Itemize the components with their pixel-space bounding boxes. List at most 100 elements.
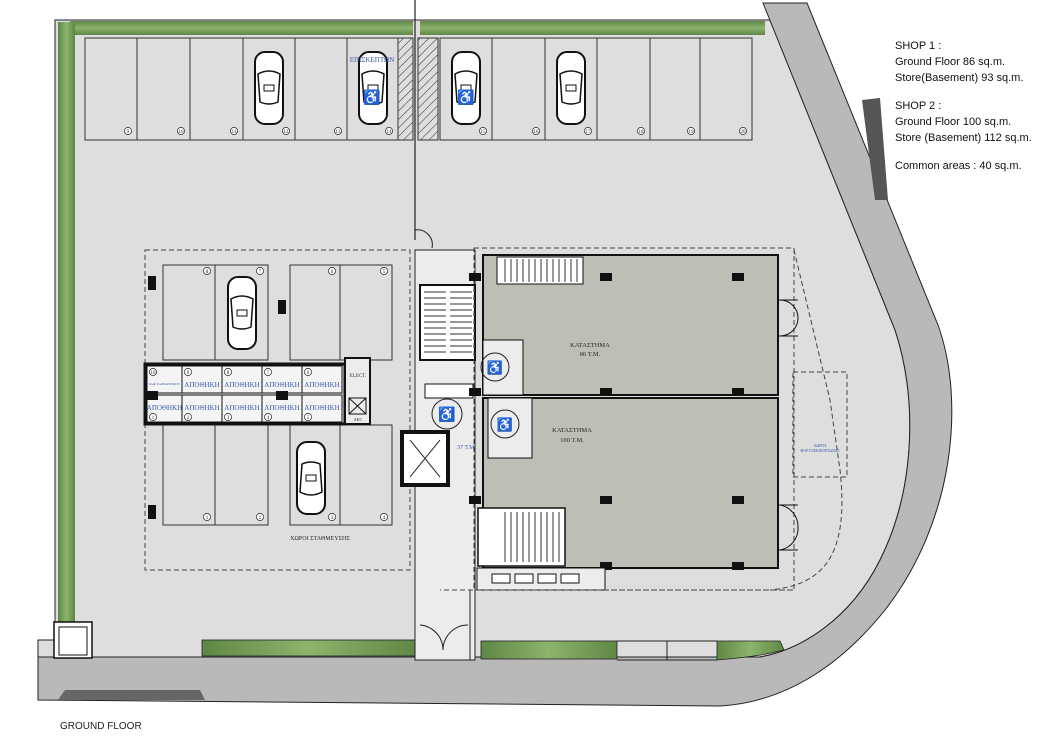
space-number: 7 bbox=[267, 371, 270, 376]
space-number: 3 bbox=[331, 516, 334, 521]
space-number: 4 bbox=[383, 516, 386, 521]
space-number-badge bbox=[203, 267, 211, 275]
space-number: 14 bbox=[387, 130, 393, 135]
column bbox=[469, 496, 481, 504]
column bbox=[600, 562, 612, 570]
space-number: 9 bbox=[127, 130, 130, 135]
loading-label-1: ΧΩΡΟΣ bbox=[813, 443, 827, 448]
storage-label: ΑΠΟΘΗΚΗ bbox=[184, 404, 219, 412]
car-detail bbox=[367, 84, 379, 92]
car-roof bbox=[559, 70, 583, 105]
columns bbox=[469, 273, 744, 570]
column bbox=[146, 391, 158, 400]
storage-label: ΑΠΟΘΗΚΗ bbox=[184, 381, 219, 389]
car-detail bbox=[236, 309, 248, 317]
visitors-label: ΕΠΙΣΚΕΠΤΩΝ bbox=[350, 56, 395, 64]
shop-2-wc bbox=[487, 397, 533, 459]
aec-label: AEC bbox=[354, 417, 363, 422]
wheelchair-icon: ♿ bbox=[438, 406, 455, 423]
space-number-badge bbox=[304, 368, 312, 376]
space-number-badge bbox=[177, 127, 185, 135]
storage-label: ΧΩΡ. ΚΑΘΑΡΙΣΜΟΥ bbox=[149, 382, 181, 386]
car-icon bbox=[254, 51, 284, 125]
bottom-gate bbox=[617, 640, 717, 661]
wc-1-turn-circle bbox=[480, 352, 510, 382]
core-area-label: 37 Τ.Μ bbox=[457, 445, 475, 451]
space-number: 16 bbox=[534, 130, 540, 135]
green-strip-bottom-1 bbox=[201, 639, 417, 657]
space-number-badge bbox=[328, 267, 336, 275]
shop-2-area: 100 Τ.Μ. bbox=[560, 437, 584, 444]
space-number-badge bbox=[380, 513, 388, 521]
space-number: 6 bbox=[307, 371, 310, 376]
space-number-badge bbox=[380, 267, 388, 275]
parking-space bbox=[699, 37, 753, 141]
car-roof bbox=[230, 295, 254, 330]
column bbox=[278, 300, 286, 314]
space-number-badge bbox=[739, 127, 747, 135]
space-number-badge bbox=[304, 413, 312, 421]
shop-2-ground: Ground Floor 100 sq.m. bbox=[895, 116, 1012, 128]
space-number: 1 bbox=[206, 516, 209, 521]
hatched-area-right bbox=[417, 37, 439, 141]
space-number: 7 bbox=[259, 270, 262, 275]
shop-1-store: Store(Basement) 93 sq.m. bbox=[895, 72, 1024, 84]
car-body bbox=[254, 51, 284, 125]
aec-shaft bbox=[348, 397, 367, 415]
road-ramp-bottom bbox=[58, 690, 205, 700]
aec-shaft-cross bbox=[348, 397, 367, 415]
shop-1-ground: Ground Floor 86 sq.m. bbox=[895, 56, 1006, 68]
space-number: 19 bbox=[689, 130, 695, 135]
storage-label: ΑΠΟΘΗΚΗ bbox=[304, 381, 339, 389]
space-number: 10 bbox=[179, 130, 185, 135]
space-number-badge bbox=[224, 368, 232, 376]
gate-door bbox=[414, 229, 433, 249]
column bbox=[148, 505, 156, 519]
shop-2-stairs bbox=[477, 507, 566, 567]
car-icon bbox=[296, 441, 326, 515]
meters bbox=[491, 573, 580, 584]
loading-area bbox=[792, 371, 848, 478]
space-number: 6 bbox=[331, 270, 334, 275]
bin-enclosure bbox=[53, 621, 93, 659]
space-number: 2 bbox=[187, 416, 190, 421]
space-number-badge bbox=[224, 413, 232, 421]
space-number-badge bbox=[637, 127, 645, 135]
storage-room bbox=[301, 365, 343, 394]
space-number: 2 bbox=[259, 516, 262, 521]
parking-area-label: ΧΩΡΟΙ ΣΤΑΘΜΕΥΣΗΣ bbox=[290, 536, 350, 542]
space-number-badge bbox=[230, 127, 238, 135]
car-body bbox=[227, 276, 257, 350]
space-number: 3 bbox=[227, 416, 230, 421]
car-detail bbox=[565, 84, 577, 92]
shop-1-area: 86 Τ.Μ. bbox=[580, 351, 601, 358]
meter-box bbox=[514, 573, 534, 584]
shop-1-wc bbox=[482, 339, 524, 396]
space-number: 8 bbox=[206, 270, 209, 275]
meter-box bbox=[491, 573, 511, 584]
space-number-badge bbox=[328, 513, 336, 521]
column bbox=[732, 562, 744, 570]
shop-stair-treads bbox=[504, 259, 578, 562]
space-number: 9 bbox=[187, 371, 190, 376]
shaft bbox=[424, 383, 474, 399]
column bbox=[732, 388, 744, 396]
shop-1-door bbox=[778, 299, 799, 337]
space-number-badge bbox=[149, 368, 157, 376]
space-number: 12 bbox=[284, 130, 290, 135]
space-number-badge bbox=[532, 127, 540, 135]
car-roof bbox=[361, 70, 385, 105]
floor-title: GROUND FLOOR bbox=[60, 721, 142, 732]
space-number-badge bbox=[584, 127, 592, 135]
green-strip-top-right bbox=[420, 21, 765, 35]
space-number-badge bbox=[264, 413, 272, 421]
green-strip-top-left bbox=[70, 21, 413, 35]
storage-label: ΑΠΟΘΗΚΗ bbox=[264, 381, 299, 389]
storage-label: ΑΠΟΘΗΚΗ bbox=[147, 404, 182, 412]
space-number-badge bbox=[184, 413, 192, 421]
shop-2-name: ΚΑΤΑΣΤΗΜΑ bbox=[552, 427, 592, 434]
car-body bbox=[451, 51, 481, 125]
space-number: 15 bbox=[481, 130, 487, 135]
wheelchair-turn-circle bbox=[431, 398, 463, 430]
